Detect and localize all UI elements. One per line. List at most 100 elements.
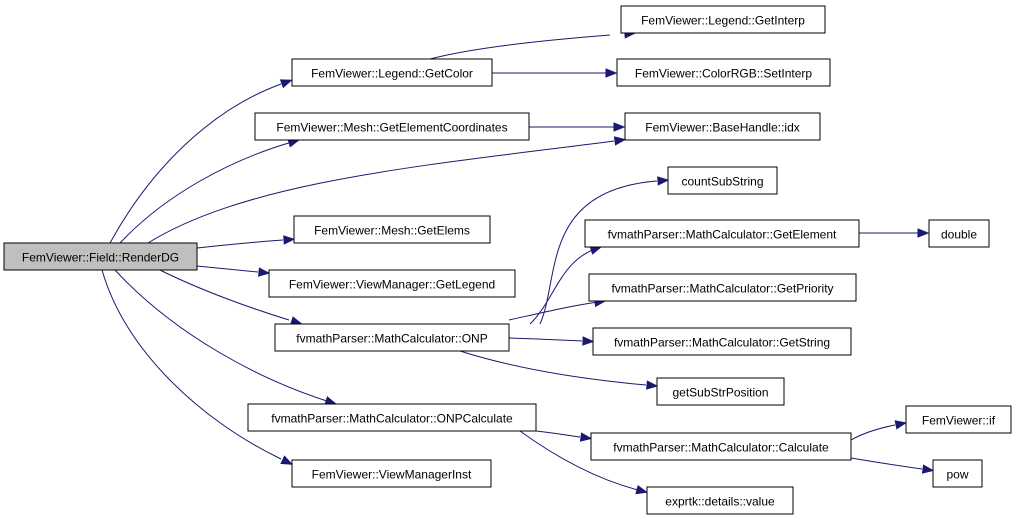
node-mc_getelement[interactable]: fvmathParser::MathCalculator::GetElement — [584, 219, 860, 248]
edge-line — [459, 350, 647, 386]
node-double[interactable]: double — [928, 219, 990, 248]
node-label: fvmathParser::MathCalculator::ONPCalcula… — [271, 412, 513, 426]
node-getsubstrposition[interactable]: getSubStrPosition — [656, 377, 785, 406]
node-basehandle_idx[interactable]: FemViewer::BaseHandle::idx — [624, 112, 821, 141]
node-label: FemViewer::ViewManager::GetLegend — [289, 278, 495, 292]
edge-line — [196, 265, 259, 273]
node-label: fvmathParser::MathCalculator::GetString — [614, 336, 830, 350]
node-box — [646, 486, 794, 515]
edge-arrowhead — [613, 122, 626, 132]
node-root[interactable]: FemViewer::Field::RenderDG — [3, 242, 198, 271]
edge-arrowhead — [279, 79, 293, 89]
edge-legend_getcolor-to-legend_getinterp — [429, 29, 637, 60]
edge-line — [519, 430, 639, 491]
edge-line — [529, 247, 599, 325]
edge-arrowhead — [324, 396, 338, 406]
edge-root-to-legend_getcolor — [109, 79, 293, 244]
node-box — [667, 166, 778, 195]
node-countsubstring[interactable]: countSubString — [667, 166, 778, 195]
node-box — [624, 112, 821, 141]
node-box — [928, 219, 990, 248]
edge-line — [850, 424, 896, 441]
node-mc_getstring[interactable]: fvmathParser::MathCalculator::GetString — [592, 327, 852, 356]
node-label: fvmathParser::MathCalculator::GetPriorit… — [611, 282, 833, 296]
node-box — [293, 215, 491, 244]
node-femviewer_if[interactable]: FemViewer::if — [905, 405, 1012, 434]
node-exprtk_value[interactable]: exprtk::details::value — [646, 486, 794, 515]
edge-root-to-mesh_getelems — [196, 235, 296, 249]
edge-arrowhead — [657, 176, 670, 186]
edge-mc_onp-to-countsubstring — [539, 176, 670, 325]
edge-arrowhead — [921, 464, 935, 474]
edge-line — [429, 34, 611, 60]
node-box — [268, 269, 516, 298]
edge-mc_onp-to-mc_getstring — [508, 336, 595, 346]
node-label: getSubStrPosition — [672, 386, 768, 400]
node-box — [291, 58, 493, 87]
edge-arrowhead — [605, 68, 618, 78]
node-mc_onpcalculate[interactable]: fvmathParser::MathCalculator::ONPCalcula… — [247, 403, 537, 432]
edge-mc_calculate-to-femviewer_if — [850, 420, 908, 441]
edge-mc_onpcalculate-to-exprtk_value — [519, 430, 649, 495]
node-label: FemViewer::Legend::GetInterp — [641, 14, 805, 28]
edge-arrowhead — [646, 380, 659, 390]
edge-line — [508, 301, 599, 321]
edge-mc_onpcalculate-to-mc_calculate — [535, 430, 593, 442]
node-label: fvmathParser::MathCalculator::Calculate — [613, 441, 829, 455]
node-box — [616, 58, 831, 87]
edge-arrowhead — [635, 485, 649, 495]
node-label: exprtk::details::value — [665, 495, 775, 509]
node-label: FemViewer::ViewManagerInst — [312, 468, 472, 482]
node-label: FemViewer::BaseHandle::idx — [645, 121, 800, 135]
edge-mc_onp-to-mc_getpriority — [508, 297, 607, 321]
edge-line — [850, 457, 923, 470]
edge-arrowhead — [258, 267, 271, 277]
node-label: fvmathParser::MathCalculator::GetElement — [608, 228, 837, 242]
node-label: FemViewer::Legend::GetColor — [311, 67, 473, 81]
edge-arrowhead — [894, 420, 908, 430]
edge-line — [114, 269, 331, 403]
nodes-layer: FemViewer::Field::RenderDG FemViewer::Leg… — [3, 5, 1012, 515]
edge-line — [109, 83, 282, 244]
node-pow[interactable]: pow — [932, 459, 983, 488]
node-legend_getcolor[interactable]: FemViewer::Legend::GetColor — [291, 58, 493, 87]
edge-arrowhead — [917, 228, 930, 238]
node-label: countSubString — [681, 175, 763, 189]
node-box — [905, 405, 1012, 434]
node-vm_getlegend[interactable]: FemViewer::ViewManager::GetLegend — [268, 269, 516, 298]
node-label: FemViewer::if — [922, 414, 996, 428]
edge-line — [101, 269, 282, 460]
node-mc_onp[interactable]: fvmathParser::MathCalculator::ONP — [274, 323, 510, 352]
node-box — [3, 242, 198, 271]
node-label: FemViewer::ColorRGB::SetInterp — [635, 67, 813, 81]
edge-root-to-vm_inst — [101, 269, 294, 465]
edge-line — [196, 239, 284, 249]
edge-legend_getcolor-to-colorrgb_setinterp — [492, 68, 618, 78]
node-mc_getpriority[interactable]: fvmathParser::MathCalculator::GetPriorit… — [588, 273, 857, 302]
edge-arrowhead — [283, 235, 296, 245]
edge-mesh_getelemcoords-to-basehandle_idx — [529, 122, 626, 132]
node-box — [590, 432, 852, 461]
edge-line — [539, 180, 658, 325]
edge-mc_getelement-to-double — [859, 228, 930, 238]
edge-line — [535, 430, 581, 438]
node-legend_getinterp[interactable]: FemViewer::Legend::GetInterp — [620, 5, 826, 34]
edge-arrowhead — [582, 336, 595, 346]
node-box — [932, 459, 983, 488]
edge-mc_onp-to-getsubstrposition — [459, 350, 659, 390]
node-box — [620, 5, 826, 34]
edge-arrowhead — [579, 432, 593, 442]
edge-root-to-vm_getlegend — [196, 265, 271, 277]
node-label: double — [941, 228, 977, 242]
node-mc_calculate[interactable]: fvmathParser::MathCalculator::Calculate — [590, 432, 852, 461]
node-box — [291, 459, 492, 488]
edge-arrowhead — [280, 455, 294, 465]
node-vm_inst[interactable]: FemViewer::ViewManagerInst — [291, 459, 492, 488]
node-colorrgb_setinterp[interactable]: FemViewer::ColorRGB::SetInterp — [616, 58, 831, 87]
node-label: fvmathParser::MathCalculator::ONP — [296, 332, 487, 346]
node-box — [584, 219, 860, 248]
node-mesh_getelems[interactable]: FemViewer::Mesh::GetElems — [293, 215, 491, 244]
node-mesh_getelemcoords[interactable]: FemViewer::Mesh::GetElementCoordinates — [254, 112, 530, 141]
edge-line — [159, 269, 290, 321]
node-box — [588, 273, 857, 302]
